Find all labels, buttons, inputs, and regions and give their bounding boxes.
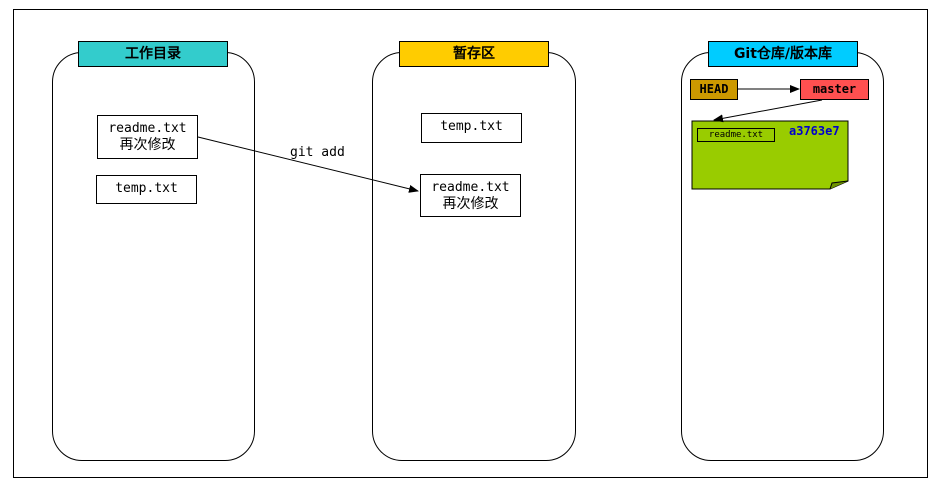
staging-readme-box: readme.txt 再次修改 <box>420 174 521 217</box>
staging-temp-box: temp.txt <box>421 113 522 143</box>
diagram-frame <box>13 9 928 478</box>
commit-file-box: readme.txt <box>697 128 775 142</box>
git-add-arrow <box>197 136 419 193</box>
commit-hash: a3763e7 <box>789 124 840 138</box>
head-ref: HEAD <box>690 79 738 100</box>
working-readme-name: readme.txt <box>108 121 187 136</box>
master-ref: master <box>800 79 869 100</box>
staging-readme-note: 再次修改 <box>442 196 499 212</box>
staging-temp-name: temp.txt <box>440 119 503 134</box>
commit-node-fold <box>829 180 849 190</box>
working-temp-box: temp.txt <box>96 175 197 204</box>
staging-readme-name: readme.txt <box>431 180 510 195</box>
staging-header: 暂存区 <box>399 41 549 67</box>
working-directory-header: 工作目录 <box>78 41 228 67</box>
master-to-commit-arrow <box>713 99 823 123</box>
repository-header: Git仓库/版本库 <box>708 41 858 67</box>
working-readme-box: readme.txt 再次修改 <box>97 115 198 159</box>
git-add-label: git add <box>290 145 345 160</box>
working-readme-note: 再次修改 <box>119 137 176 153</box>
working-temp-name: temp.txt <box>115 181 178 196</box>
